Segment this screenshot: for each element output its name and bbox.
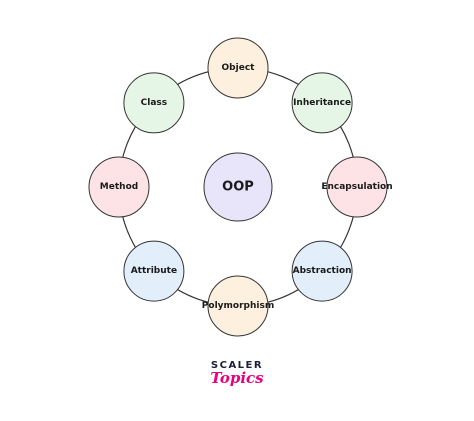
- node-inheritance: Inheritance: [291, 72, 353, 134]
- node-encapsulation-label: Encapsulation: [321, 182, 392, 192]
- scaler-topics-logo: SCALER Topics: [210, 360, 264, 387]
- node-class-label: Class: [141, 98, 167, 108]
- node-abstraction-label: Abstraction: [293, 266, 352, 276]
- node-method: Method: [88, 156, 150, 218]
- node-attribute: Attribute: [123, 240, 185, 302]
- node-inheritance-circle: [291, 72, 353, 134]
- node-inheritance-label: Inheritance: [293, 98, 351, 108]
- node-method-circle: [88, 156, 150, 218]
- node-polymorphism: Polymorphism: [202, 275, 274, 337]
- node-encapsulation-circle: [326, 156, 388, 218]
- node-encapsulation: Encapsulation: [321, 156, 393, 218]
- node-object-circle: [207, 37, 269, 99]
- node-polymorphism-circle: [207, 275, 269, 337]
- logo-topics-text: Topics: [210, 369, 264, 387]
- node-method-label: Method: [100, 182, 138, 192]
- node-class: Class: [123, 72, 185, 134]
- node-object-label: Object: [222, 63, 256, 73]
- center-node-label: OOP: [222, 180, 254, 195]
- center-node-circle: [203, 152, 273, 222]
- node-attribute-label: Attribute: [131, 266, 177, 276]
- node-object: Object: [207, 37, 269, 99]
- node-class-circle: [123, 72, 185, 134]
- node-attribute-circle: [123, 240, 185, 302]
- logo-scaler-text: SCALER: [211, 360, 263, 371]
- node-abstraction-circle: [291, 240, 353, 302]
- center-node: OOP: [203, 152, 273, 222]
- node-abstraction: Abstraction: [291, 240, 353, 302]
- concept-nodes: ObjectInheritanceEncapsulationAbstractio…: [88, 37, 393, 337]
- node-polymorphism-label: Polymorphism: [202, 301, 274, 311]
